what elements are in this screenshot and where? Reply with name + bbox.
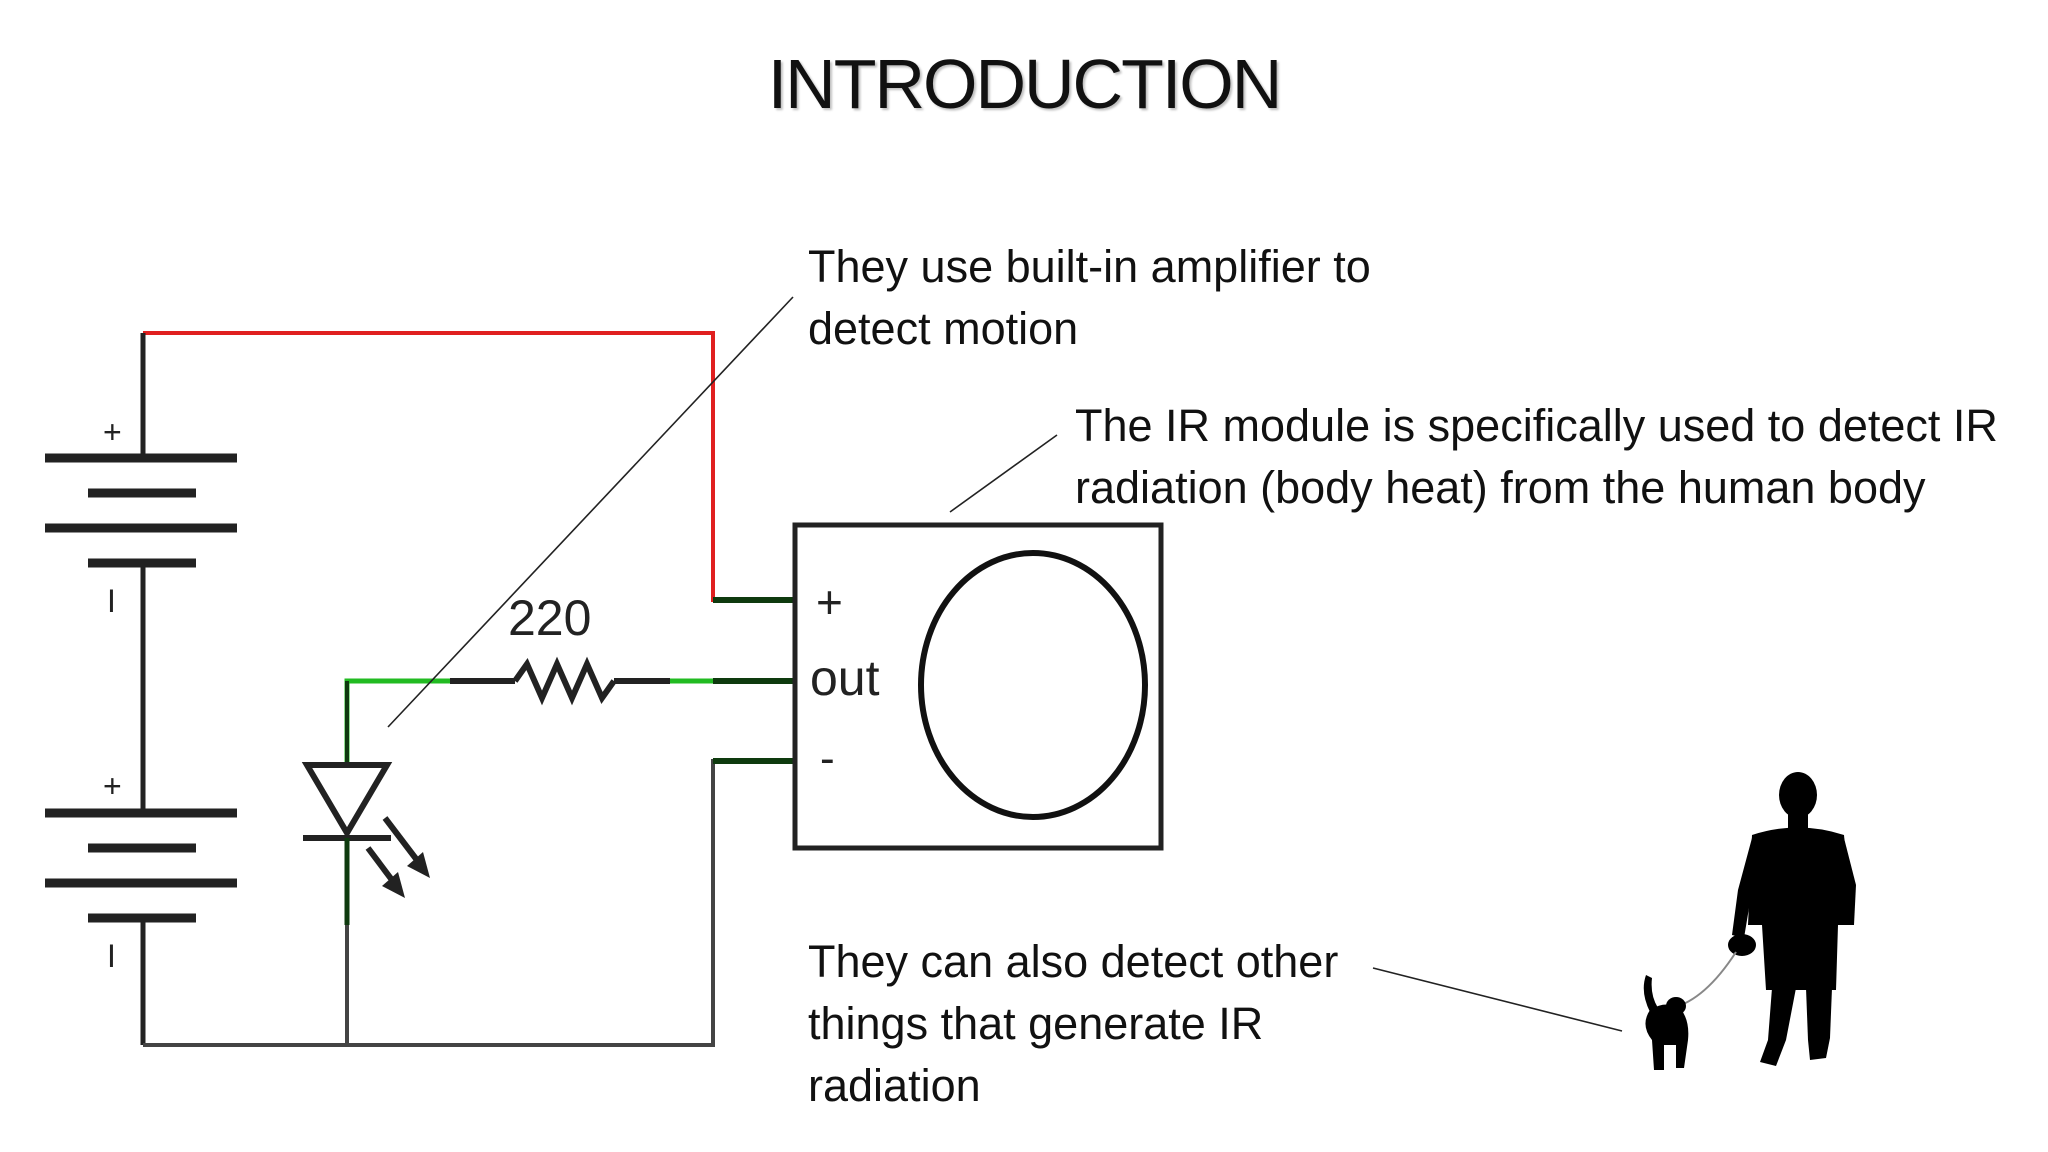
annotation-other-line3: radiation: [808, 1060, 981, 1111]
led-diode-icon: [301, 762, 430, 925]
annotation-amplifier-line2: detect motion: [808, 303, 1079, 354]
pir-sensor-lens-icon: [918, 550, 1148, 820]
module-pin-out: out: [810, 650, 880, 706]
battery-bottom-plus: +: [103, 768, 122, 804]
resistor-zigzag: [512, 656, 617, 706]
annotation-other-line1: They can also detect other: [808, 936, 1339, 987]
signal-wire-left: [344, 678, 450, 765]
supply-wire: [143, 331, 795, 602]
annotation-amplifier: They use built-in amplifier to detect mo…: [808, 236, 1371, 360]
module-pin-plus: +: [816, 576, 843, 628]
battery-bottom: [45, 808, 237, 923]
annotation-ir-module-line2: radiation (body heat) from the human bod…: [1075, 462, 1926, 513]
annotation-other-sources: They can also detect other things that g…: [808, 931, 1338, 1117]
battery-bottom-minus: I: [107, 938, 116, 974]
annotation-amplifier-line1: They use built-in amplifier to: [808, 241, 1371, 292]
resistor-value: 220: [508, 590, 591, 646]
leader-line-ir-module: [949, 434, 1058, 513]
person-walking-icon: [1728, 772, 1856, 1066]
annotation-ir-module: The IR module is specifically used to de…: [1075, 395, 1998, 519]
slide-title: INTRODUCTION: [767, 45, 1283, 123]
leader-line-amplifier: [387, 296, 794, 728]
annotation-ir-module-line1: The IR module is specifically used to de…: [1075, 400, 1998, 451]
battery-top-plus: +: [103, 414, 122, 450]
ground-wire: [143, 759, 795, 1047]
dog-icon: [1643, 975, 1689, 1070]
annotation-other-line2: things that generate IR: [808, 998, 1264, 1049]
leader-line-other: [1372, 967, 1623, 1032]
battery-top-minus: I: [107, 583, 116, 619]
module-pin-minus: -: [820, 734, 835, 783]
battery-top: [45, 453, 237, 568]
